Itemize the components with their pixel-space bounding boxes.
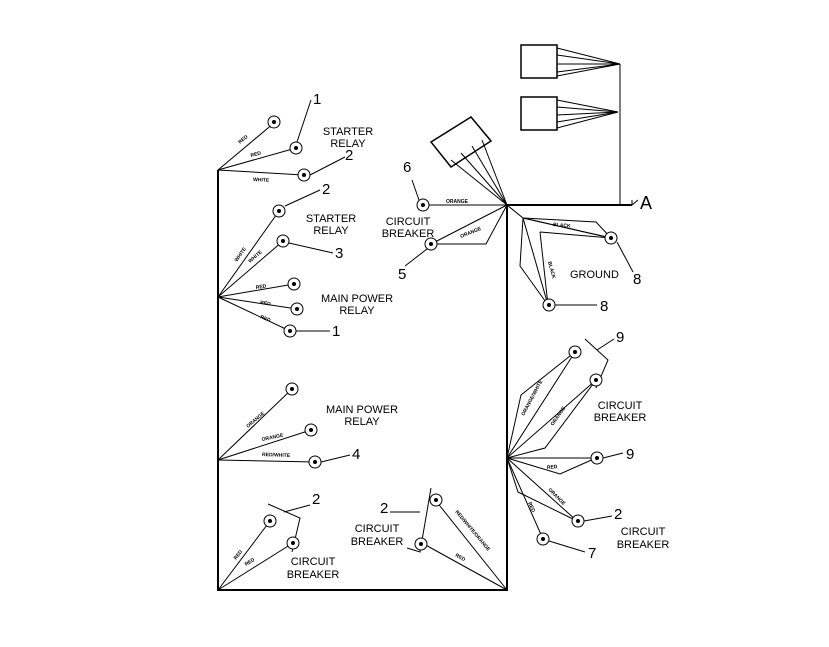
- wire-label: RED: [237, 134, 249, 146]
- callout-leader: [284, 189, 321, 207]
- terminal-ring: [536, 345, 604, 546]
- terminal-ring: [272, 204, 304, 338]
- terminal-ring: [416, 198, 438, 251]
- wire-label: ORANGE: [245, 410, 266, 429]
- callout-number: 2: [312, 491, 320, 508]
- starter-relay-label: RELAY: [330, 138, 366, 150]
- callout-leader: [548, 540, 586, 553]
- circuit-breaker-label: CIRCUIT: [386, 216, 431, 228]
- wire-label: RED/WHITE: [262, 452, 291, 459]
- harness-frame: [217, 170, 639, 591]
- wire-label: RED: [547, 464, 558, 471]
- callout-number: 2: [614, 506, 622, 523]
- callout-leader: [283, 504, 311, 513]
- ground-wires: [506, 204, 612, 306]
- starter-relay-label: RELAY: [313, 225, 349, 237]
- callout-number: 2: [380, 500, 388, 517]
- circuit-breaker-label: CIRCUIT: [598, 400, 643, 412]
- callout-leader: [411, 179, 420, 201]
- center-connector: [429, 116, 508, 206]
- callout-leader: [616, 241, 634, 273]
- circuit-breaker-label: CIRCUIT: [355, 523, 400, 535]
- wire-label: BLACK: [546, 261, 556, 280]
- callout-number: 1: [313, 91, 321, 108]
- circuit-breaker-label: BREAKER: [382, 228, 435, 240]
- wire-label: ORANGE: [261, 432, 284, 443]
- wire-label: RED: [233, 549, 244, 561]
- circuit-breaker-label: BREAKER: [594, 412, 647, 424]
- callout-leader: [596, 338, 615, 351]
- point-a-label: A: [640, 193, 652, 213]
- wire-label: WHITE: [253, 177, 270, 184]
- circuit-breaker-label: BREAKER: [287, 569, 340, 581]
- wire-label: BLACK: [553, 222, 571, 230]
- circuit-breaker-top-wires: [429, 204, 508, 245]
- wire-label: RED: [454, 553, 466, 564]
- wire-label: ORANGE/WHITE: [520, 379, 544, 417]
- circuit-breaker-bm-wires: [406, 487, 508, 591]
- callout-number: 8: [633, 271, 641, 288]
- starter-relay-label: STARTER: [306, 213, 356, 225]
- callout-number: 9: [626, 446, 634, 463]
- main-power-relay-label: MAIN POWER: [326, 404, 398, 416]
- right-breaker-wires: [506, 338, 609, 540]
- terminal-ring: [263, 514, 300, 550]
- terminal-ring: [267, 115, 311, 182]
- callout-leader: [602, 452, 624, 459]
- terminal-ring: [414, 493, 443, 551]
- callout-number: 2: [322, 181, 330, 198]
- callout-number: 3: [335, 245, 343, 262]
- callout-leader: [404, 248, 428, 267]
- wire-label: RED: [244, 557, 256, 568]
- wire-label: RED: [255, 284, 267, 291]
- callout-number: 8: [600, 298, 608, 315]
- wire-label: ORANGE: [550, 405, 568, 427]
- callout-number: 2: [345, 147, 353, 164]
- main-power-relay-2-wires: [217, 388, 316, 463]
- ground-label: GROUND: [570, 269, 619, 281]
- starter-relay-2-wires: [217, 210, 298, 332]
- callout-number: 4: [352, 446, 360, 463]
- top-connector-1: [520, 44, 621, 79]
- main-power-relay-label: RELAY: [344, 416, 380, 428]
- main-power-relay-label: MAIN POWER: [321, 293, 393, 305]
- wire-label: RED: [250, 150, 262, 159]
- wire-label: RED: [526, 501, 536, 513]
- wire-label: ORANGE: [547, 487, 567, 507]
- callout-number: 1: [332, 323, 340, 340]
- callout-leader: [583, 515, 613, 522]
- circuit-breaker-label: CIRCUIT: [291, 556, 336, 568]
- circuit-breaker-label: BREAKER: [617, 539, 670, 551]
- starter-relay-label: STARTER: [323, 126, 373, 138]
- terminal-ring: [542, 231, 618, 312]
- callout-leader: [320, 454, 351, 463]
- wire-label: ORANGE: [446, 199, 469, 205]
- main-power-relay-label: RELAY: [339, 305, 375, 317]
- callout-leader: [296, 99, 312, 143]
- starter-relay-1-wires: [217, 122, 304, 176]
- circuit-breaker-label: BREAKER: [351, 536, 404, 548]
- callout-number: 6: [403, 159, 411, 176]
- top-connector-2: [520, 96, 619, 131]
- callout-number: 5: [398, 266, 406, 283]
- callout-leader: [309, 156, 346, 176]
- callout-number: 7: [588, 545, 596, 562]
- callout-number: 9: [616, 329, 624, 346]
- wire-label: WHITE: [234, 246, 249, 263]
- terminal-ring: [285, 382, 322, 469]
- wire-label: RED: [260, 300, 272, 307]
- wire-label: RED: [259, 314, 271, 324]
- callout-leader: [288, 242, 334, 254]
- circuit-breaker-label: CIRCUIT: [621, 526, 666, 538]
